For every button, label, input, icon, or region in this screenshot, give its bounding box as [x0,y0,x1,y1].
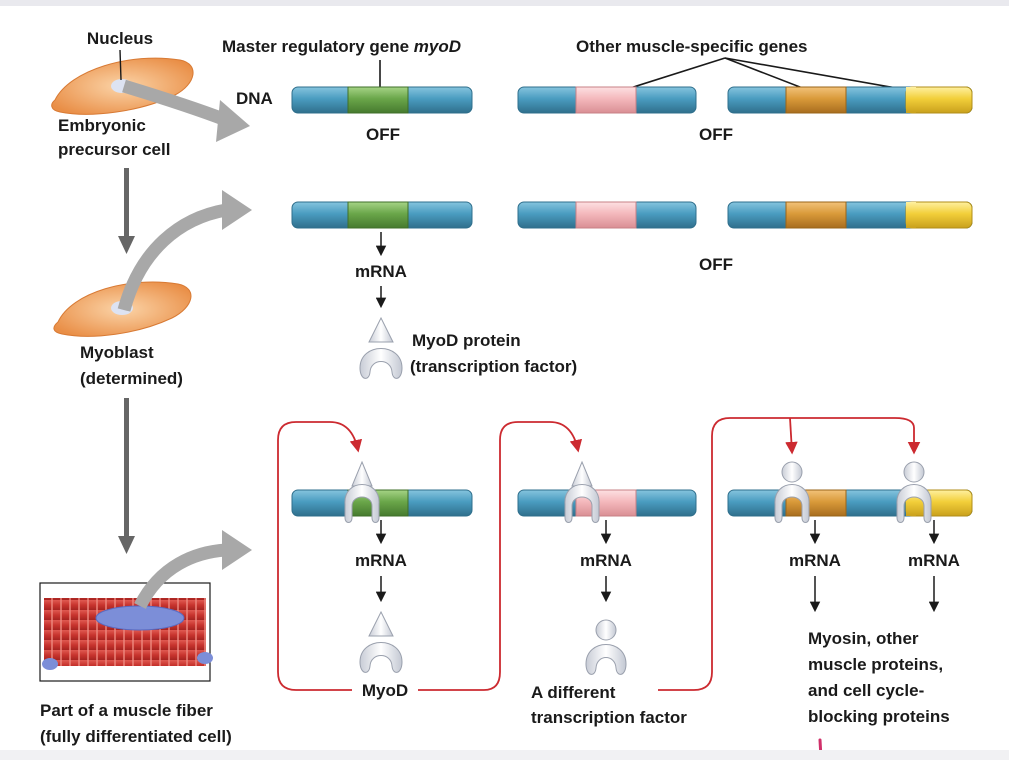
dna-segment-orange-yellow-row3 [727,489,973,517]
fiber-nucleus-icon [42,658,58,670]
dna-label: DNA [236,89,273,108]
other-genes-label: Other muscle-specific genes [576,37,807,56]
myod-autoregulation-loop [277,421,363,691]
dna-segment-myod-row1 [291,86,473,114]
nucleus-pointer [119,49,122,81]
dna-segment-myod-row2 [291,201,473,229]
dna-segment-pink-row3 [517,489,697,517]
fiber-label-1: Part of a muscle fiber [40,701,213,720]
progression-arrow-1 [118,168,135,254]
myosin-label-2: muscle proteins, [808,655,943,674]
off-label-others-row1: OFF [699,125,733,144]
embryonic-label-1: Embryonic [58,116,146,135]
dna-segment-orange-yellow-row2 [727,201,973,229]
muscle-fiber [39,582,213,682]
different-tf-label-1: A different [531,683,616,702]
dna-segment-pink-row1 [517,86,697,114]
myosin-label-1: Myosin, other [808,629,919,648]
cell-to-dna-arrow-3 [134,530,252,610]
nucleus-label: Nucleus [87,29,153,48]
myod-protein-product-icon [359,610,403,673]
myoblast-label-2: (determined) [80,369,183,388]
dna-segment-myod-row3 [291,489,473,517]
cell-to-dna-arrow-2 [117,190,252,312]
bound-myod-protein-icon [344,460,380,523]
bound-tf-on-yellow-icon [896,461,932,523]
dna-segment-pink-row2 [517,201,697,229]
myod-protein-label-1: MyoD protein [412,331,521,350]
master-gene-label: Master regulatory gene myoD [222,37,461,56]
myod-protein-icon [359,316,403,379]
bottom-border [0,750,1009,760]
fiber-nucleus-icon [197,652,213,664]
myosin-label-4: blocking proteins [808,707,950,726]
embryonic-label-2: precursor cell [58,140,170,159]
myod-protein-label-2: (transcription factor) [410,357,577,376]
fiber-nucleus-icon [95,605,185,631]
myod-to-pink-loop [418,421,583,691]
different-tf-label-2: transcription factor [531,708,687,727]
mrna-label-yellow-row3: mRNA [908,551,960,570]
bound-myod-on-pink-icon [564,460,600,523]
dna-segment-orange-yellow-row1 [727,86,973,114]
mrna-label-myod-row3: mRNA [355,551,407,570]
mrna-label-row2: mRNA [355,262,407,281]
off-label-others-row2: OFF [699,255,733,274]
myoblast-label-1: Myoblast [80,343,154,362]
mrna-label-orange-row3: mRNA [789,551,841,570]
myosin-label-3: and cell cycle- [808,681,924,700]
cell-to-dna-arrow-1 [122,79,250,142]
off-label-myod-row1: OFF [366,125,400,144]
tf-to-orange-branch [785,417,798,455]
different-tf-product-icon [585,619,627,675]
tf-to-yellow-loop [658,417,921,691]
bound-tf-on-orange-icon [774,461,810,523]
progression-arrow-2 [118,398,135,554]
myod-label: MyoD [362,681,408,700]
top-border [0,0,1009,6]
fiber-label-2: (fully differentiated cell) [40,727,232,746]
mrna-label-pink-row3: mRNA [580,551,632,570]
